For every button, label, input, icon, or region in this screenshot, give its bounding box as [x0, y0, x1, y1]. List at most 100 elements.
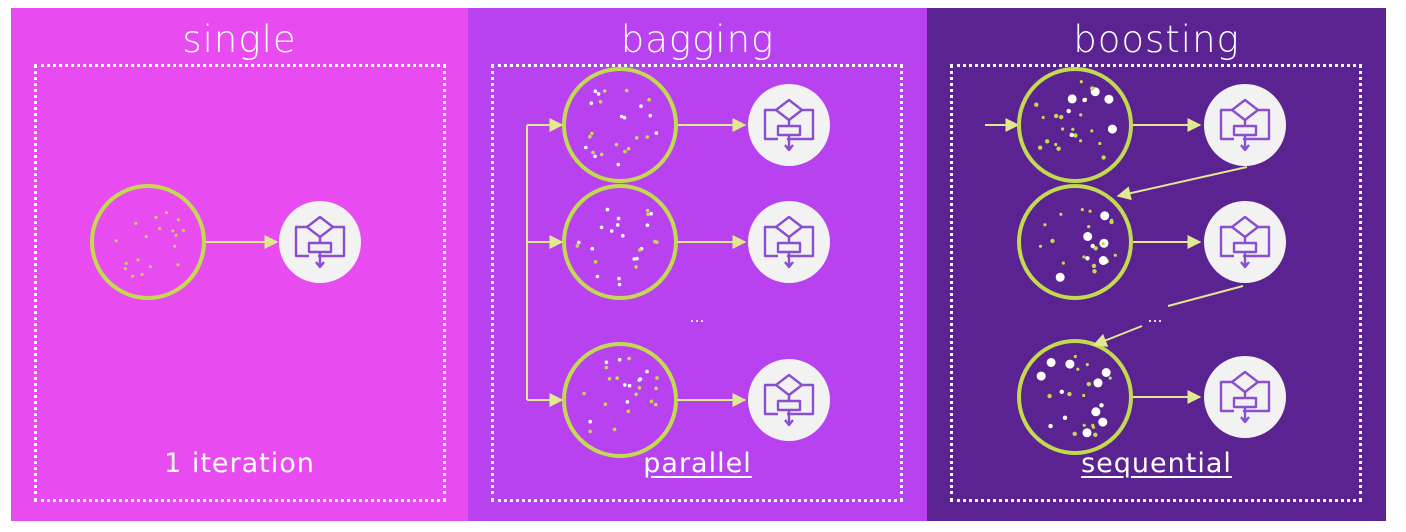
- sample-dot: [131, 274, 135, 278]
- sample-dot: [1092, 269, 1097, 274]
- sample-dot: [1056, 146, 1061, 151]
- sample-dot: [612, 427, 617, 432]
- sample-dot: [1090, 86, 1095, 91]
- sample-dot: [625, 400, 630, 404]
- dataset-dots: [584, 88, 659, 167]
- sample-dot: [148, 265, 152, 269]
- sample-dot: [649, 211, 653, 216]
- flowchart-model-icon: [746, 199, 832, 285]
- sample-dot: [1059, 389, 1065, 394]
- sample-dot: [1055, 272, 1065, 282]
- sample-dot: [1076, 367, 1080, 371]
- sample-dot: [1104, 94, 1114, 104]
- flowchart-model-icon: [746, 82, 832, 168]
- sample-dot: [1101, 155, 1106, 160]
- sample-dot: [1107, 124, 1117, 134]
- sample-dot: [598, 100, 603, 104]
- sample-dot: [588, 419, 592, 424]
- sample-dot: [615, 223, 620, 227]
- sample-dot: [1091, 407, 1101, 417]
- sample-dot: [590, 131, 594, 136]
- sample-dot: [1079, 139, 1083, 143]
- frame-boosting: [950, 64, 1362, 502]
- sample-dot: [645, 135, 650, 139]
- bagging-flow: ...: [526, 67, 832, 458]
- sample-dot: [1085, 256, 1090, 261]
- sample-dot: [1067, 94, 1077, 104]
- sample-dot: [1059, 114, 1064, 120]
- ellipsis-boosting: ...: [1147, 307, 1162, 326]
- sample-dot: [1093, 378, 1103, 388]
- sample-dot: [609, 229, 614, 233]
- sample-dot: [1036, 371, 1046, 381]
- dataset-dots: [1036, 354, 1112, 438]
- sample-dot: [171, 229, 175, 233]
- sample-dot: [595, 274, 600, 279]
- caption-single: 1 iteration: [164, 448, 315, 479]
- sample-dot: [622, 115, 627, 120]
- flowchart-model-icon: [1202, 354, 1288, 440]
- sample-dot: [589, 101, 594, 105]
- sample-dot: [1069, 132, 1074, 138]
- sample-dot: [619, 114, 624, 119]
- sample-dot: [1098, 417, 1108, 427]
- frame-single: [34, 64, 446, 502]
- sample-dot: [614, 142, 619, 147]
- dataset-dots: [575, 207, 659, 287]
- sample-dot: [1061, 261, 1065, 265]
- sample-dot: [639, 104, 643, 108]
- sample-dot: [1080, 208, 1084, 212]
- sample-dot: [158, 227, 162, 231]
- sample-dot: [173, 244, 177, 248]
- sample-dot: [1083, 232, 1093, 241]
- sample-dot: [1053, 113, 1059, 119]
- sample-dot: [616, 162, 621, 167]
- arrow-boosting-feedback-2: [1167, 285, 1244, 307]
- sample-dot: [591, 150, 595, 155]
- sample-dot: [653, 402, 658, 407]
- dataset-circle-icon: [1017, 67, 1133, 183]
- caption-bagging-text: parallel: [643, 448, 752, 479]
- sample-dot: [604, 365, 609, 370]
- sample-dot: [1082, 393, 1086, 398]
- sample-dot: [590, 246, 595, 251]
- sample-dot: [1065, 359, 1075, 369]
- sample-dot: [635, 256, 639, 261]
- sample-dot: [596, 92, 601, 96]
- sample-dot: [634, 392, 638, 397]
- sample-dot: [632, 257, 636, 261]
- sample-dot: [1101, 368, 1111, 377]
- sample-dot: [654, 386, 658, 391]
- sample-dot: [1041, 115, 1045, 120]
- sample-dot: [1045, 139, 1050, 144]
- sample-dot: [645, 208, 650, 213]
- sample-dot: [1101, 242, 1105, 246]
- sample-dot: [182, 229, 185, 232]
- sample-dot: [1100, 211, 1110, 221]
- sample-dot: [624, 88, 629, 93]
- sample-dot: [1071, 127, 1075, 131]
- sample-dot: [627, 383, 632, 388]
- sample-dot: [623, 383, 627, 387]
- dataset-circle-icon: [562, 342, 678, 458]
- sample-dot: [607, 377, 612, 381]
- sample-dot: [1038, 145, 1043, 150]
- dataset-circle-icon: [562, 184, 678, 300]
- sample-dot: [626, 409, 631, 414]
- dataset-dots: [1038, 208, 1117, 282]
- sample-dot: [165, 211, 168, 215]
- sample-dot: [1034, 102, 1039, 107]
- sample-dot: [123, 267, 127, 271]
- sample-dot: [1090, 129, 1094, 133]
- sample-dot: [1066, 108, 1071, 114]
- sample-dot: [1082, 423, 1086, 427]
- sample-dot: [114, 239, 118, 243]
- caption-boosting-text: sequential: [1081, 448, 1232, 479]
- sample-dot: [593, 260, 598, 264]
- sample-dot: [654, 131, 659, 135]
- sample-dot: [599, 225, 604, 230]
- sample-dot: [1088, 209, 1092, 213]
- single-flow: [90, 184, 363, 300]
- sample-dot: [626, 146, 631, 151]
- sample-dot: [1098, 141, 1102, 146]
